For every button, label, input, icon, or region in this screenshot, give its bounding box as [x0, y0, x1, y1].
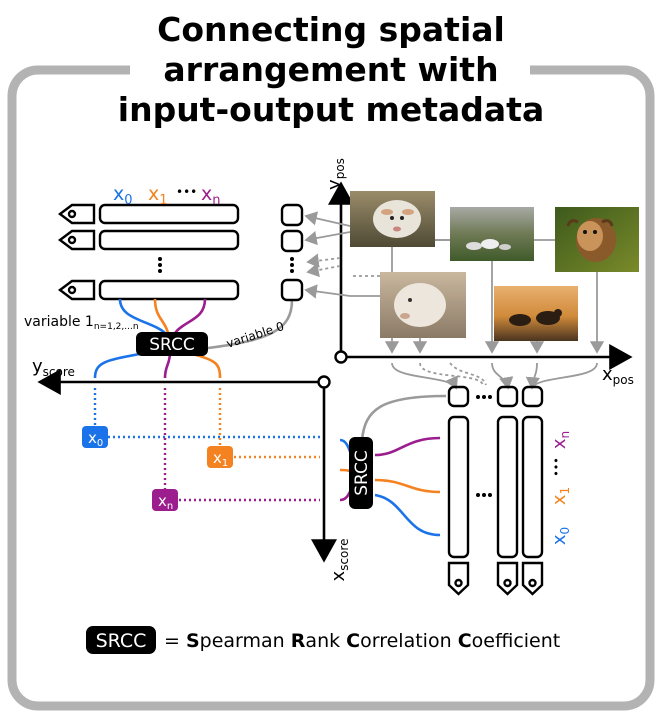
metadata-rows [58, 203, 240, 301]
label-xn-right: xn [549, 431, 572, 449]
page-title: Connecting spatial arrangement with inpu… [0, 10, 662, 130]
x-pos-label: xpos [602, 364, 634, 387]
point-x1 [207, 446, 233, 468]
photo-lamb [350, 191, 435, 247]
x-score-label: xscore [328, 539, 351, 582]
photo-brown-sheep [555, 207, 639, 272]
y-score-label: yscore [32, 356, 75, 379]
title-line-3-text: input-output metadata [101, 90, 561, 129]
y-pos-label: ypos [324, 158, 347, 190]
photo-sunset-sheep [494, 286, 578, 341]
variable0-connector [207, 299, 294, 350]
label-x1-right: x1 [549, 487, 572, 505]
ypos-boxes [280, 203, 304, 302]
title-line-2: arrangement with [0, 50, 662, 90]
legend-definition: = Spearman Rank Correlation Coefficient [164, 630, 560, 652]
score-box-dots [476, 395, 492, 399]
srcc-badge-left-text: SRCC [149, 335, 195, 355]
label-dots-right: ••• [550, 457, 563, 476]
point-x1-text: x1 [213, 449, 228, 469]
title-line-2-text: arrangement with [147, 50, 515, 89]
legend-srcc-badge [86, 626, 156, 654]
point-xn-text: xn [158, 492, 173, 512]
point-xn [152, 489, 178, 511]
photo-sheep-closeup [380, 272, 466, 338]
label-xn-top: xn [201, 183, 221, 208]
title-line-1: Connecting spatial [157, 10, 505, 49]
label-x0-right: x0 [549, 527, 572, 545]
photo-projection-lines [384, 239, 605, 390]
label-x0-top: x0 [113, 183, 133, 208]
label-dots-top: ••• [176, 185, 197, 199]
right-srcc-curves [339, 436, 441, 537]
score-boxes [447, 385, 544, 408]
ypos-box-dots [290, 257, 294, 273]
point-x0-text: x0 [88, 429, 103, 449]
outer-frame [7, 65, 655, 711]
vertical-dots-left [158, 257, 162, 273]
photo-field-sheep [450, 207, 534, 261]
metadata-columns [447, 415, 544, 596]
score-origin [317, 375, 331, 389]
pos-origin [334, 350, 348, 364]
column-dots [476, 493, 492, 497]
srcc-badge-right-text: SRCC [352, 450, 372, 496]
label-x1-top: x1 [148, 183, 168, 208]
variable1-label: variable 1n=1,2,...n [24, 314, 139, 332]
srcc-badge-left [136, 332, 208, 356]
point-x0 [82, 426, 108, 448]
score-guides [93, 388, 320, 502]
variable0-label: variable 0 [225, 319, 286, 351]
score-connector [360, 394, 447, 441]
title-line-3: input-output metadata [0, 90, 662, 130]
legend-srcc-badge-text: SRCC [96, 630, 147, 652]
srcc-badge-right [349, 437, 373, 509]
